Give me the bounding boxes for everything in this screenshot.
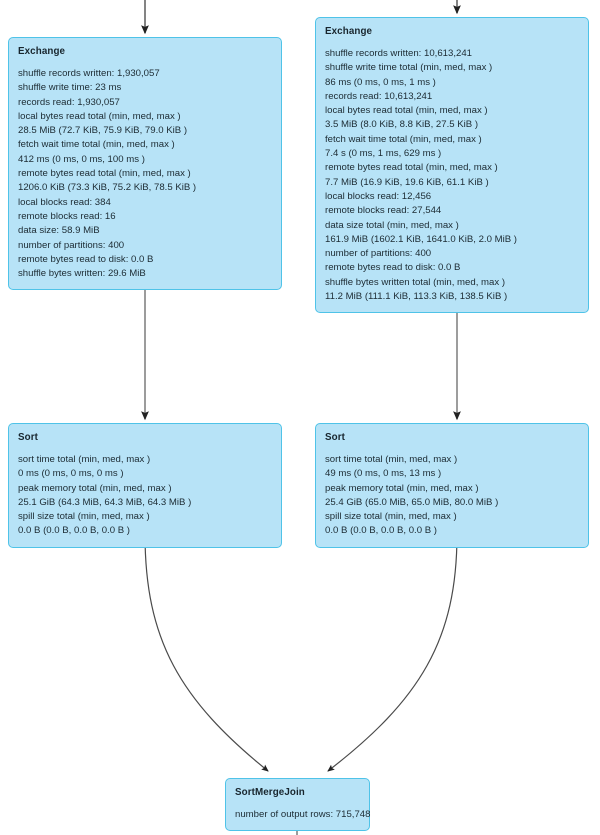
metric-line: 0 ms (0 ms, 0 ms, 0 ms ) (18, 468, 124, 480)
edge-sort-left-to-join (144, 533, 269, 772)
metric-line: 0.0 B (0.0 B, 0.0 B, 0.0 B ) (325, 525, 437, 537)
node-metrics-list: sort time total (min, med, max ) 0 ms (0 … (18, 453, 272, 539)
metric-line: shuffle records written: 10,613,241 (325, 48, 473, 59)
metric-line: sort time total (min, med, max ) (18, 454, 151, 465)
metric-line: shuffle records written: 1,930,057 (18, 68, 160, 79)
metric-line: 11.2 MiB (111.1 KiB, 113.3 KiB, 138.5 Ki… (325, 291, 508, 303)
edge-sort-right-to-join (327, 533, 458, 772)
metric-line: records read: 10,613,241 (325, 90, 433, 102)
plan-node-exchange-right[interactable]: Exchange shuffle records written: 10,613… (315, 17, 589, 314)
metric-line: fetch wait time total (min, med, max ) (325, 133, 482, 145)
metric-line: 7.7 MiB (16.9 KiB, 19.6 KiB, 61.1 KiB ) (325, 176, 489, 188)
node-metrics-list: shuffle records written: 10,613,241 shuff… (325, 47, 579, 304)
metric-line: 49 ms (0 ms, 0 ms, 13 ms ) (325, 468, 442, 480)
metric-line: data size total (min, med, max ) (325, 219, 459, 231)
metric-line: remote blocks read: 27,544 (325, 205, 442, 217)
metric-line: data size: 58.9 MiB (18, 225, 100, 237)
node-title: Exchange (325, 26, 373, 37)
metric-line: local blocks read: 384 (18, 196, 111, 208)
metric-line: remote bytes read total (min, med, max ) (18, 168, 191, 180)
plan-node-sort-right[interactable]: Sort sort time total (min, med, max ) 49 … (315, 423, 589, 548)
metric-line: number of partitions: 400 (325, 248, 432, 260)
metric-line: remote bytes read to disk: 0.0 B (18, 253, 154, 265)
metric-line: remote bytes read total (min, med, max ) (325, 162, 498, 174)
metric-line: shuffle bytes written: 29.6 MiB (18, 268, 146, 280)
metric-line: local blocks read: 12,456 (325, 190, 432, 202)
metric-line: fetch wait time total (min, med, max ) (18, 139, 175, 151)
metric-line: spill size total (min, med, max ) (18, 511, 150, 523)
metric-line: sort time total (min, med, max ) (325, 454, 458, 465)
metric-line: peak memory total (min, med, max ) (18, 482, 172, 494)
metric-line: 0.0 B (0.0 B, 0.0 B, 0.0 B ) (18, 525, 130, 537)
metric-line: remote bytes read to disk: 0.0 B (325, 262, 461, 274)
metric-line: records read: 1,930,057 (18, 96, 120, 108)
metric-line: 25.1 GiB (64.3 MiB, 64.3 MiB, 64.3 MiB ) (18, 496, 192, 508)
metric-line: 161.9 MiB (1602.1 KiB, 1641.0 KiB, 2.0 M… (325, 233, 517, 245)
metric-line: 7.4 s (0 ms, 1 ms, 629 ms ) (325, 148, 442, 160)
metric-line: 3.5 MiB (8.0 KiB, 8.8 KiB, 27.5 KiB ) (325, 119, 479, 131)
metric-line: 412 ms (0 ms, 0 ms, 100 ms ) (18, 153, 145, 165)
metric-line: 28.5 MiB (72.7 KiB, 75.9 KiB, 79.0 KiB ) (18, 125, 188, 137)
metric-line: shuffle write time: 23 ms (18, 82, 122, 94)
plan-node-sortmergejoin[interactable]: SortMergeJoin number of output rows: 715… (225, 778, 371, 832)
node-title: Sort (18, 432, 38, 443)
node-title: SortMergeJoin (235, 787, 305, 798)
plan-node-sort-left[interactable]: Sort sort time total (min, med, max ) 0 m… (8, 423, 282, 548)
metric-line: 86 ms (0 ms, 0 ms, 1 ms ) (325, 76, 436, 88)
metric-line: number of output rows: 715,748 (235, 809, 371, 820)
metric-line: number of partitions: 400 (18, 239, 125, 251)
metric-line: peak memory total (min, med, max ) (325, 482, 479, 494)
node-title: Sort (325, 432, 345, 443)
node-title: Exchange (18, 46, 66, 57)
node-metrics-list: number of output rows: 715,748 (235, 808, 371, 822)
plan-node-exchange-left[interactable]: Exchange shuffle records written: 1,930,… (8, 37, 282, 291)
metric-line: 25.4 GiB (65.0 MiB, 65.0 MiB, 80.0 MiB ) (325, 496, 499, 508)
metric-line: shuffle bytes written total (min, med, m… (325, 276, 506, 288)
node-metrics-list: shuffle records written: 1,930,057 shuffl… (18, 67, 272, 281)
metric-line: remote blocks read: 16 (18, 210, 116, 222)
metric-line: 1206.0 KiB (73.3 KiB, 75.2 KiB, 78.5 KiB… (18, 182, 197, 194)
metric-line: spill size total (min, med, max ) (325, 511, 457, 523)
metric-line: local bytes read total (min, med, max ) (18, 110, 181, 122)
node-metrics-list: sort time total (min, med, max ) 49 ms (0… (325, 453, 579, 539)
metric-line: local bytes read total (min, med, max ) (325, 105, 488, 117)
metric-line: shuffle write time total (min, med, max … (325, 62, 493, 74)
